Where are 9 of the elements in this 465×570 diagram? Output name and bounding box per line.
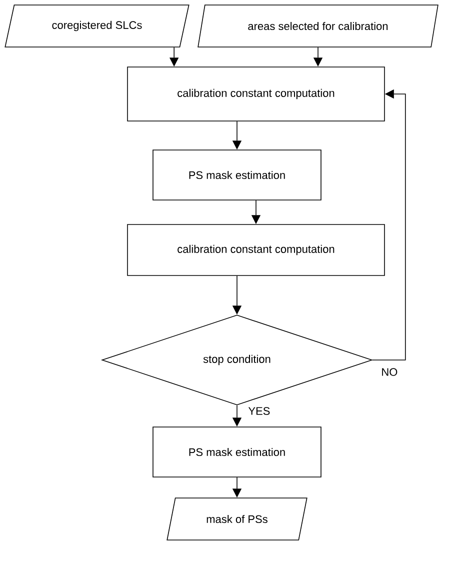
process-box: PS mask estimation (152, 426, 322, 478)
process-box: PS mask estimation (152, 150, 322, 200)
data-parallelogram: coregistered SLCs (4, 4, 190, 48)
data-parallelogram: areas selected for calibration (198, 4, 438, 48)
data-parallelogram: mask of PSs (166, 498, 308, 540)
process-box: calibration constant computation (127, 224, 385, 276)
edge-label: NO (380, 367, 399, 377)
process-box: calibration constant computation (127, 66, 385, 122)
edge-label: YES (247, 406, 272, 416)
